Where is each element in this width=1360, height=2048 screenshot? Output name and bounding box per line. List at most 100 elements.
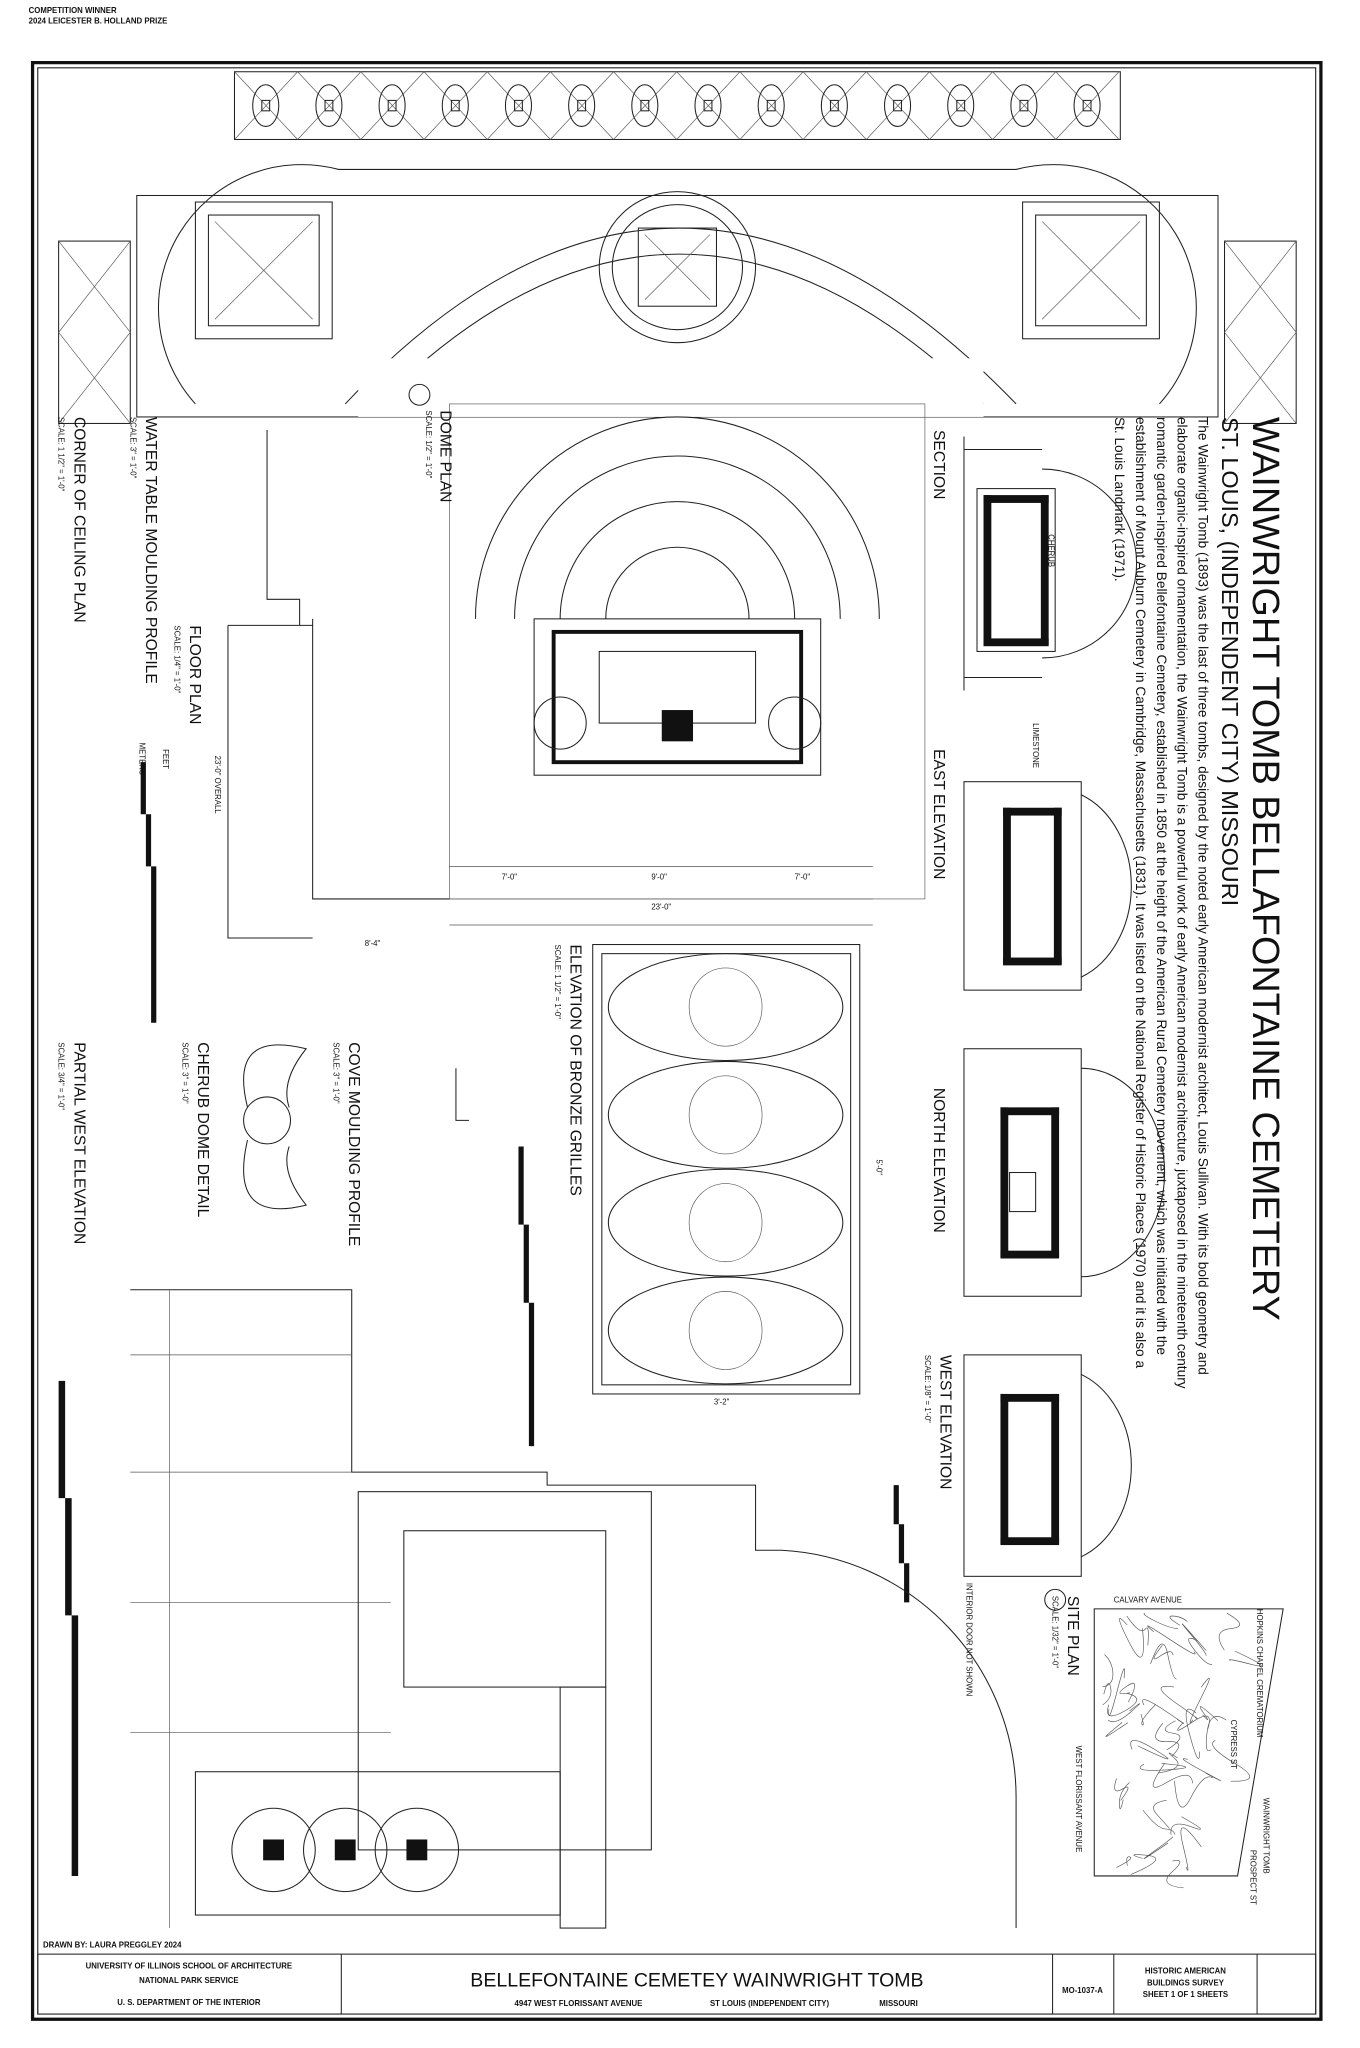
ornament-mark xyxy=(441,84,469,127)
description-line: The Wainwright Tomb (1893) was the last … xyxy=(1195,417,1210,1375)
ornament-mark xyxy=(688,1291,763,1370)
ornament-mark xyxy=(802,71,867,140)
left-column: WATER TABLE MOULDING PROFILE SCALE: 3" =… xyxy=(57,417,469,1876)
ornament-mark xyxy=(1147,1625,1196,1655)
org-line: U. S. DEPARTMENT OF THE INTERIOR xyxy=(117,1998,261,2007)
ornament-mark xyxy=(1218,1613,1240,1651)
ornament-mark xyxy=(607,953,844,1061)
dome-floor-plan: 7'-0" 9'-0" 7'-0" 23'-0" 8'-4" DOME PLAN… xyxy=(173,383,926,948)
ornament-mark xyxy=(577,99,587,112)
ornament-mark xyxy=(568,84,596,127)
ornament-mark xyxy=(1155,1723,1180,1757)
ornament-mark xyxy=(956,99,966,112)
ornament-mark xyxy=(1108,1703,1140,1723)
ornament-mark xyxy=(1073,84,1101,127)
dome-plan-scale: SCALE: 1/2" = 1'-0" xyxy=(424,410,433,478)
ornament-mark xyxy=(486,71,551,140)
ornament-mark xyxy=(1055,71,1120,140)
dim-c: 7'-0" xyxy=(795,872,811,881)
site-plan: CALVARY AVENUE WEST FLORISSANT AVENUE WA… xyxy=(1044,1588,1284,1905)
ornament-mark xyxy=(883,84,912,127)
west-elevation-label: WEST ELEVATION xyxy=(937,1355,954,1490)
ornament-mark xyxy=(992,71,1057,140)
ornament-mark xyxy=(703,99,713,112)
partial-west-label: PARTIAL WEST ELEVATION xyxy=(70,1042,87,1244)
west-elevation-scale: SCALE: 1/8" = 1'-0" xyxy=(923,1355,932,1423)
grilles-scale: SCALE: 1 1/2" = 1'-0" xyxy=(553,945,562,1020)
dim-total: 23'-0" xyxy=(651,902,671,911)
city: ST LOUIS (INDEPENDENT CITY) xyxy=(710,1999,830,2008)
ornament-mark xyxy=(315,84,343,127)
ornament-mark xyxy=(829,99,839,112)
ornament-mark xyxy=(387,99,397,112)
ornament-mark xyxy=(1139,1763,1186,1771)
ornament-mark xyxy=(1181,1623,1207,1656)
ornament-mark xyxy=(1119,1683,1136,1703)
cherub-drawing xyxy=(243,1044,308,1210)
ornament-mark xyxy=(450,99,460,112)
bronze-grilles: ELEVATION OF BRONZE GRILLES SCALE: 1 1/2… xyxy=(518,944,884,1447)
dome-plan-label: DOME PLAN xyxy=(436,410,453,502)
ornament-mark xyxy=(607,1168,844,1277)
description-line: elaborate organic-inspired ornamentation… xyxy=(1175,417,1190,1389)
ornament-mark xyxy=(1205,1716,1227,1752)
water-table-scale: SCALE: 3" = 1'-0" xyxy=(128,417,137,479)
ornament-mark xyxy=(1174,1776,1214,1808)
ornament-mark xyxy=(360,71,425,140)
habs-line: BUILDINGS SURVEY xyxy=(1147,1978,1225,1987)
ornament-mark xyxy=(252,84,280,127)
ornament-mark xyxy=(1164,1720,1181,1751)
drawn-by: DRAWN BY: LAURA PREGGLEY 2024 xyxy=(43,1941,182,1950)
ornament-mark xyxy=(1152,1763,1193,1788)
ornament-mark xyxy=(550,71,614,140)
ornament-mark xyxy=(607,1276,844,1385)
ornament-mark xyxy=(1114,1778,1129,1801)
dim-b: 9'-0" xyxy=(651,872,667,881)
grilles-width: 3'-2" xyxy=(714,1397,730,1406)
ornament-mark xyxy=(423,71,488,140)
survey-code: MO-1037-A xyxy=(1062,1986,1103,1995)
ornament-mark xyxy=(1150,1643,1177,1680)
ornament-mark xyxy=(261,99,271,112)
subtitle: ST. LOUIS, (INDEPENDENT CITY) MISSOURI xyxy=(1217,417,1243,906)
ornament-mark xyxy=(640,99,650,112)
ornament-mark xyxy=(1189,1677,1210,1723)
ornament-mark xyxy=(929,71,993,140)
description-line: St. Louis Landmark (1971). xyxy=(1112,417,1127,582)
interior-door-note: INTERIOR DOOR NOT SHOWN xyxy=(965,1583,974,1696)
site-plan-scale: SCALE: 1/32" = 1'-0" xyxy=(1051,1596,1060,1668)
cove-moulding-label: COVE MOULDING PROFILE xyxy=(345,1042,362,1246)
prospect-label: PROSPECT ST xyxy=(1249,1850,1258,1905)
habs-line: SHEET 1 OF 1 SHEETS xyxy=(1143,1990,1228,1999)
drawing-name: BELLEFONTAINE CEMETEY WAINWRIGHT TOMB xyxy=(470,1970,923,1992)
partial-west-scale: SCALE: 3/4" = 1'-0" xyxy=(57,1042,66,1110)
ornament-mark xyxy=(613,71,677,140)
ornament-mark xyxy=(1182,1758,1222,1782)
ornament-mark xyxy=(504,84,533,127)
ornament-mark xyxy=(378,84,406,127)
prize-text: 2024 LEICESTER B. HOLLAND PRIZE xyxy=(29,17,168,26)
ornament-mark xyxy=(1160,1686,1198,1720)
ornament-mark xyxy=(1107,1692,1138,1717)
ornament-mark xyxy=(1188,1638,1213,1665)
ornament-mark xyxy=(866,71,930,140)
ornament-mark xyxy=(1010,84,1038,127)
ornament-mark xyxy=(607,1060,844,1169)
limestone-note: LIMESTONE xyxy=(1031,723,1040,768)
elevations-column: SECTION CHERUB EAST ELEVATION LIMESTONE … xyxy=(893,430,1166,1696)
outer-border xyxy=(30,60,1323,2021)
floor-plan-label: FLOOR PLAN xyxy=(186,625,203,724)
ornament-mark xyxy=(688,967,763,1047)
ornament-mark xyxy=(1185,1708,1201,1759)
ornament-mark xyxy=(1130,1739,1169,1760)
ornament-mark xyxy=(694,84,722,127)
ornament-mark xyxy=(1082,99,1092,112)
meters-label: METERS xyxy=(137,743,146,776)
ornament-mark xyxy=(1126,1615,1149,1646)
ornament-mark xyxy=(1177,1715,1210,1731)
grilles-height: 5'-0" xyxy=(875,1159,884,1175)
corner-ceiling-label: CORNER OF CEILING PLAN xyxy=(70,417,87,623)
ornament-mark xyxy=(324,99,334,112)
ornament-mark xyxy=(1102,1654,1114,1688)
